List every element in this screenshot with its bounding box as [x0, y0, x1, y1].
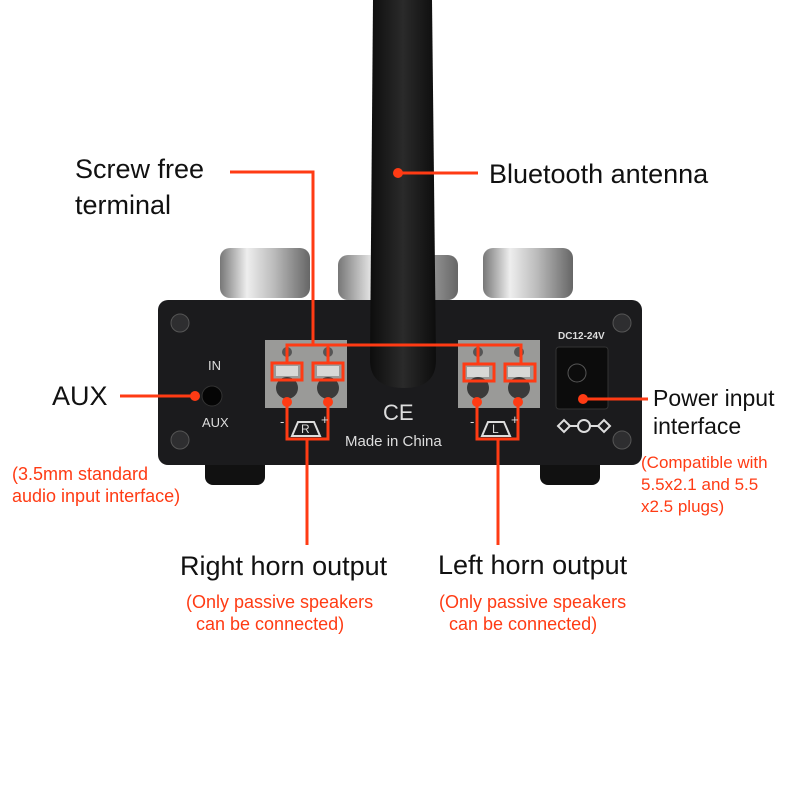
made-in-china: Made in China: [345, 433, 442, 450]
dc-jack-pin: [567, 363, 587, 383]
knob-right: [483, 248, 573, 298]
left-horn-note: (Only passive speakers can be connected): [439, 591, 626, 635]
left-channel-label: L: [492, 422, 499, 436]
power-note-line2: 5.5x2.1 and 5.5: [641, 475, 759, 494]
power-note-line3: x2.5 plugs): [641, 497, 725, 516]
right-minus: -: [280, 414, 285, 429]
power-label-line1: Power input: [653, 385, 775, 411]
ce-mark: CE: [383, 400, 414, 425]
right-channel-label: R: [301, 422, 310, 436]
right-horn-note: (Only passive speakers can be connected): [186, 591, 373, 635]
power-note: (Compatible with 5.5x2.1 and 5.5 x2.5 pl…: [641, 452, 768, 518]
screw-terminal-label: Screw free terminal: [75, 153, 204, 221]
dc-voltage-label: DC12-24V: [558, 331, 605, 342]
device-in-label: IN: [208, 358, 221, 373]
aux-note: (3.5mm standard audio input interface): [12, 463, 180, 507]
left-note-line2: can be connected): [449, 614, 598, 634]
left-horn-label: Left horn output: [438, 550, 628, 580]
left-note-line1: (Only passive speakers: [439, 592, 627, 612]
screw-icons: [170, 313, 632, 450]
knob-left: [220, 248, 310, 298]
right-note-line2: can be connected): [196, 614, 345, 634]
annotation-dots: [190, 168, 588, 407]
bluetooth-antenna: [370, 0, 436, 388]
right-horn-label: Right horn output: [180, 551, 388, 581]
power-label-line2: interface: [653, 413, 742, 439]
dc-polarity-icon: [556, 418, 612, 434]
right-note-line1: (Only passive speakers: [186, 592, 374, 612]
aux-note-line2: audio input interface): [12, 486, 181, 506]
left-plus: +: [511, 412, 519, 427]
aux-jack: [201, 385, 223, 407]
screw-terminal-line2: terminal: [75, 190, 172, 220]
power-note-line1: (Compatible with: [641, 453, 768, 472]
screw-terminal-line1: Screw free: [75, 154, 205, 184]
power-label: Power input interface: [653, 384, 774, 440]
right-plus: +: [321, 412, 329, 427]
aux-label: AUX: [52, 381, 108, 411]
annotation-lines: [120, 170, 648, 545]
device-aux-label: AUX: [202, 415, 229, 430]
right-terminal-block: [265, 340, 347, 408]
bluetooth-antenna-label: Bluetooth antenna: [489, 159, 709, 189]
aux-note-line1: (3.5mm standard: [12, 464, 149, 484]
left-terminal-block: [458, 340, 540, 408]
left-minus: -: [470, 414, 475, 429]
speaker-icons: [290, 421, 512, 437]
dc-jack: [555, 346, 609, 410]
